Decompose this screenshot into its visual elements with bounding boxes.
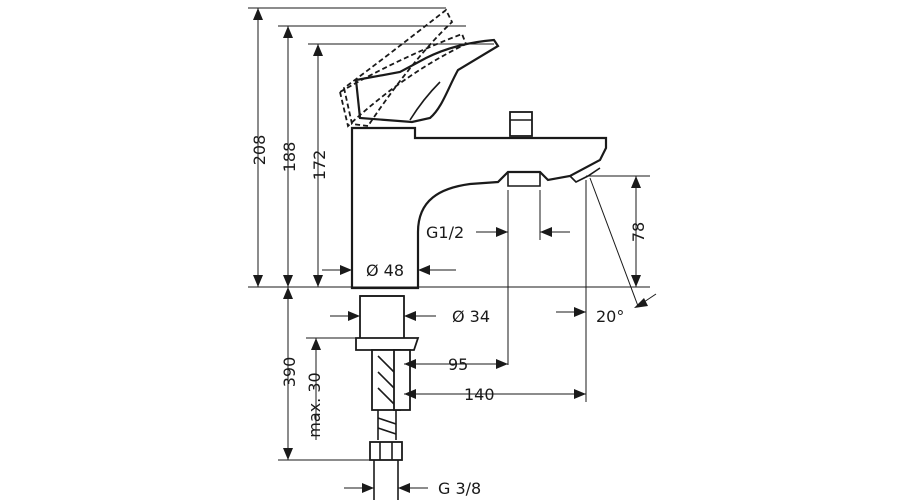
dim-max-30: max. 30 bbox=[305, 338, 324, 440]
mounting-shank bbox=[359, 295, 405, 341]
label-g38: G 3/8 bbox=[438, 479, 481, 498]
hose-marks bbox=[377, 417, 397, 435]
label-390: 390 bbox=[280, 357, 299, 388]
supply-hose bbox=[377, 410, 397, 440]
dim-140: 140 bbox=[404, 385, 586, 404]
dim-angle-20: 20° bbox=[556, 293, 657, 326]
dim-172: 172 bbox=[310, 44, 329, 287]
label-95: 95 bbox=[448, 355, 468, 374]
rod-thread bbox=[377, 355, 395, 405]
dim-208: 208 bbox=[250, 8, 269, 287]
label-diameter-48: Ø 48 bbox=[366, 261, 404, 280]
label-172: 172 bbox=[310, 150, 329, 181]
lever-detail bbox=[409, 81, 441, 121]
label-max-30: max. 30 bbox=[305, 372, 324, 437]
outlet-ring bbox=[507, 172, 541, 187]
dim-95: 95 bbox=[404, 355, 508, 374]
spout-tip bbox=[569, 167, 601, 183]
lever-position-up bbox=[342, 8, 454, 127]
label-diameter-34: Ø 34 bbox=[452, 307, 490, 326]
faucet-body bbox=[350, 126, 608, 290]
label-208: 208 bbox=[250, 135, 269, 166]
mounting-plate bbox=[355, 337, 420, 351]
supply-nut bbox=[369, 441, 403, 461]
label-140: 140 bbox=[464, 385, 495, 404]
label-188: 188 bbox=[280, 142, 299, 173]
dim-188: 188 bbox=[280, 26, 299, 287]
dim-diameter-48: Ø 48 bbox=[322, 261, 456, 280]
label-angle-20: 20° bbox=[596, 307, 624, 326]
fixing-bracket bbox=[393, 349, 411, 411]
dim-390: 390 bbox=[280, 287, 299, 460]
label-g12: G1/2 bbox=[426, 223, 464, 242]
dim-g38: G 3/8 bbox=[344, 479, 481, 498]
dim-diameter-34: Ø 34 bbox=[330, 307, 490, 326]
lever-handle bbox=[354, 38, 500, 124]
faucet-outline bbox=[248, 8, 650, 500]
dim-78: 78 bbox=[629, 176, 648, 287]
diverter-knob bbox=[509, 111, 533, 137]
dim-g12: G1/2 bbox=[426, 223, 570, 242]
extension-lines bbox=[248, 7, 650, 461]
label-78: 78 bbox=[629, 222, 648, 242]
